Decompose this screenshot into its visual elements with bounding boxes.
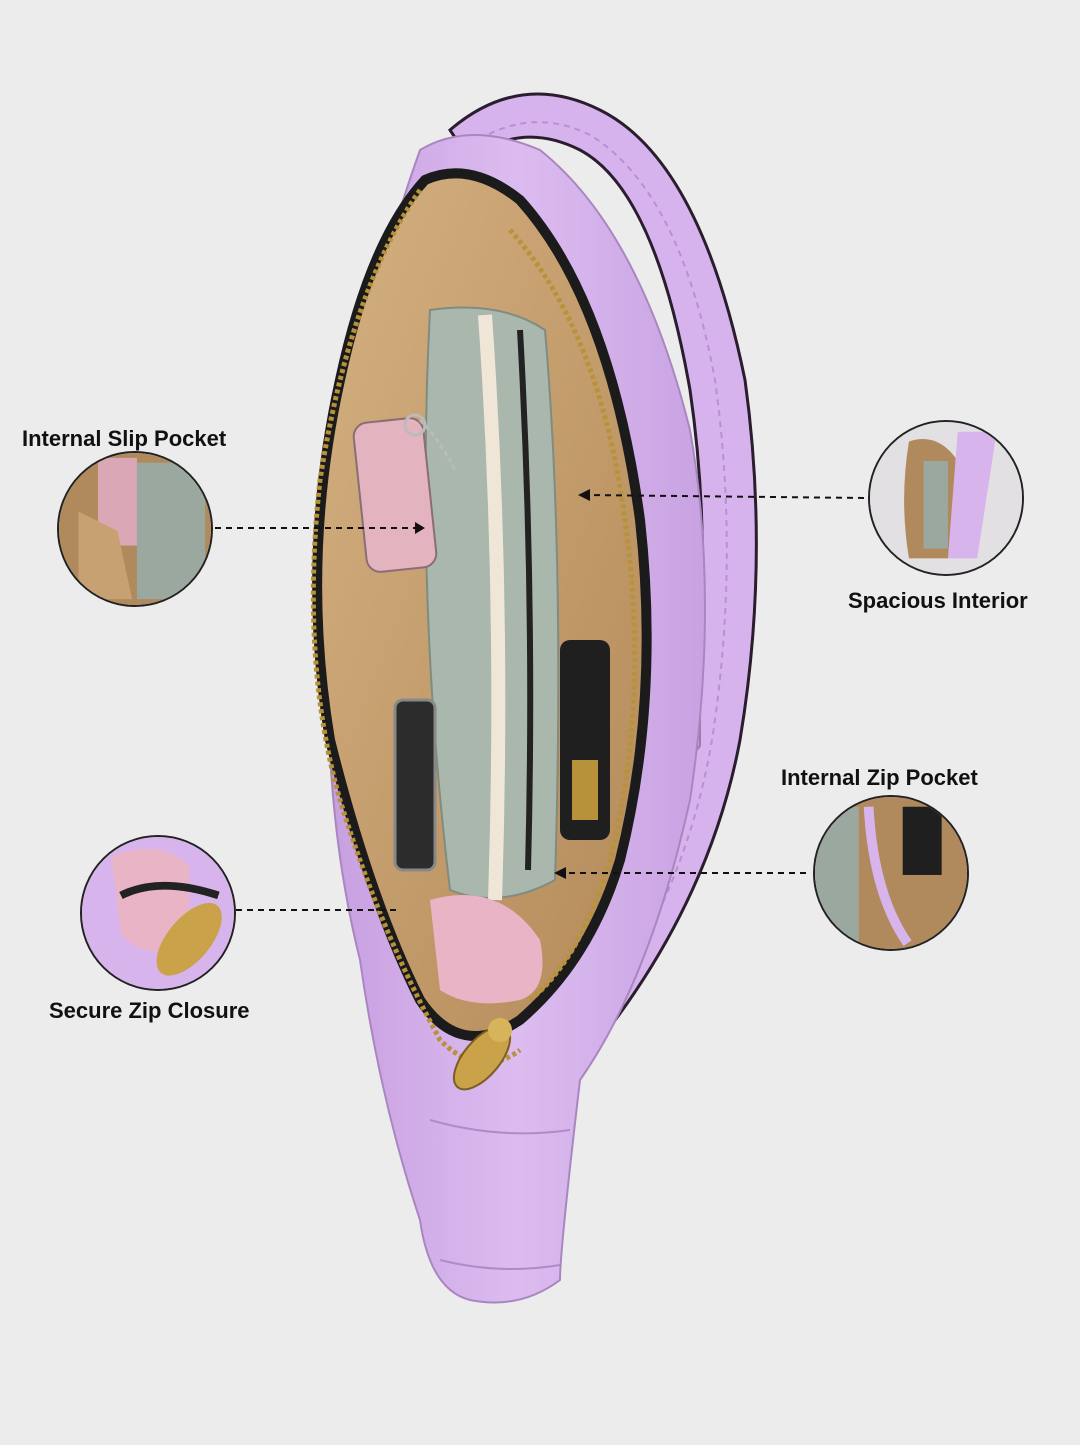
detail-slip-pocket [57,451,213,607]
callout-internal-zip-pocket: Internal Zip Pocket [781,765,978,790]
leader-spacious [582,494,867,499]
detail-zip-closure [80,835,236,991]
detail-zip-pocket [813,795,969,951]
callout-internal-slip-pocket: Internal Slip Pocket [22,426,227,451]
callout-secure-zip-closure: Secure Zip Closure [49,998,250,1023]
callout-spacious-interior: Spacious Interior [848,588,1028,613]
detail-spacious-interior [868,420,1024,576]
